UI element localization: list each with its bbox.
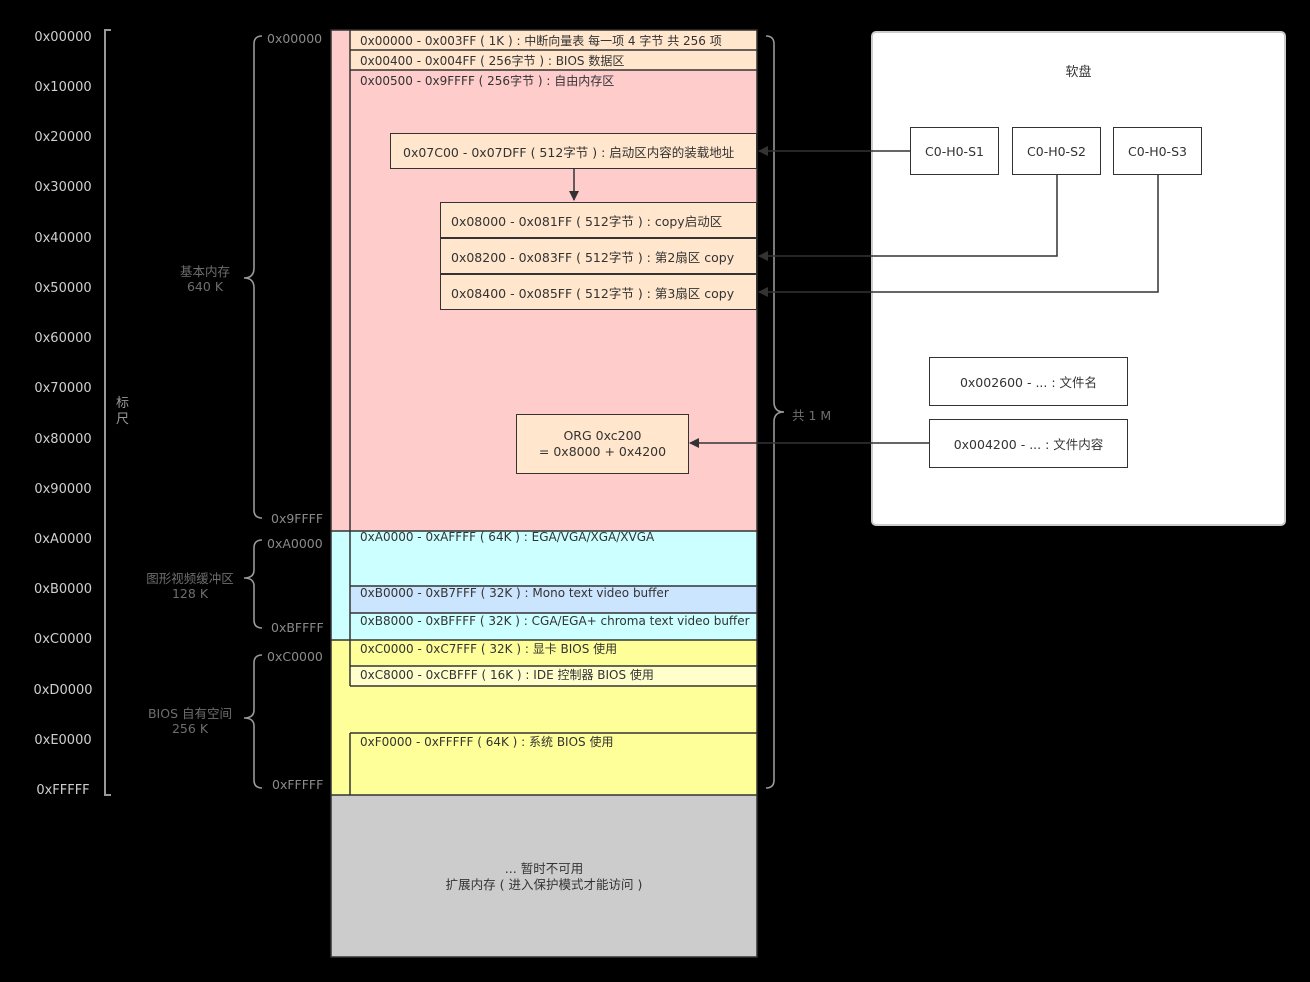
ruler-tick: 0xA0000 <box>34 532 92 547</box>
bios-start-address: 0xC0000 <box>267 649 323 664</box>
ruler-tick: 0xC0000 <box>33 632 93 647</box>
vga-bios-label: 0xC0000 - 0xC7FFF ( 32K ) : 显卡 BIOS 使用 <box>360 642 618 656</box>
ruler-tick: 0xE0000 <box>34 733 92 748</box>
base-end-address: 0x9FFFF <box>271 511 324 526</box>
boot-load-box: 0x07C00 - 0x07DFF ( 512字节 ) : 启动区内容的装载地址 <box>390 133 757 169</box>
cga-label: 0xB8000 - 0xBFFFF ( 32K ) : CGA/EGA+ chr… <box>360 614 750 628</box>
boot-load-label: 0x07C00 - 0x07DFF ( 512字节 ) : 启动区内容的装载地址 <box>403 144 735 160</box>
org-line-2: = 0x8000 + 0x4200 <box>538 444 667 459</box>
bios-space-size: 256 K <box>171 721 209 736</box>
org-box: ORG 0xc200 = 0x8000 + 0x4200 <box>516 414 689 474</box>
extended-memory-line-2: 扩展内存 ( 进入保护模式才能访问 ) <box>445 877 643 892</box>
ruler-label: 标 尺 <box>116 396 129 428</box>
ruler-tick: 0xB0000 <box>34 582 92 597</box>
ide-bios-region <box>350 666 757 686</box>
file-content-label: 0x004200 - ... : 文件内容 <box>953 437 1104 452</box>
org-line-1: ORG 0xc200 <box>563 428 642 443</box>
copy-sector3-box: 0x08400 - 0x085FF ( 512字节 ) : 第3扇区 copy <box>440 274 757 310</box>
bios-space-name: BIOS 自有空间 <box>147 706 232 721</box>
video-end-address: 0xBFFFF <box>271 620 324 635</box>
copy-boot-box: 0x08000 - 0x081FF ( 512字节 ) : copy启动区 <box>440 202 757 238</box>
ivt-region <box>350 30 757 50</box>
copy-sector2-box: 0x08200 - 0x083FF ( 512字节 ) : 第2扇区 copy <box>440 238 757 274</box>
copy-boot-label: 0x08000 - 0x081FF ( 512字节 ) : copy启动区 <box>451 213 723 229</box>
ruler-tick: 0xFFFFF <box>36 783 90 798</box>
ruler-tick: 0x50000 <box>34 281 92 296</box>
floppy-title: 软盘 <box>1065 65 1092 80</box>
ruler-tick: 0x20000 <box>34 130 92 145</box>
base-memory-size: 640 K <box>186 279 224 294</box>
sector-s3-label: C0-H0-S3 <box>1128 143 1187 159</box>
ruler-tick: 0xD0000 <box>33 683 93 698</box>
sys-bios-label: 0xF0000 - 0xFFFFF ( 64K ) : 系统 BIOS 使用 <box>360 735 614 749</box>
ruler-tick: 0x10000 <box>34 80 92 95</box>
total-size-label: 共 1 M <box>792 408 832 423</box>
ruler-tick: 0x70000 <box>34 381 92 396</box>
ruler-tick: 0x80000 <box>34 432 92 447</box>
copy-sector2-label: 0x08200 - 0x083FF ( 512字节 ) : 第2扇区 copy <box>451 249 735 265</box>
bios-end-address: 0xFFFFF <box>272 777 324 792</box>
file-name-box: 0x002600 - ... : 文件名 <box>929 357 1128 406</box>
ruler-tick: 0x30000 <box>34 180 92 195</box>
ivt-label: 0x00000 - 0x003FF ( 1K ) : 中断向量表 每一项 4 字… <box>360 34 722 48</box>
copy-sector3-label: 0x08400 - 0x085FF ( 512字节 ) : 第3扇区 copy <box>451 285 735 301</box>
sector-s2-box: C0-H0-S2 <box>1012 127 1101 175</box>
bios-space-label: BIOS 自有空间 256 K <box>135 706 245 736</box>
ruler-tick: 0x90000 <box>34 482 92 497</box>
base-memory-label: 基本内存 640 K <box>150 264 260 294</box>
ruler-tick: 0x40000 <box>34 231 92 246</box>
sector-s3-box: C0-H0-S3 <box>1113 127 1202 175</box>
base-memory-name: 基本内存 <box>179 264 230 279</box>
ruler-tick: 0x00000 <box>34 30 92 45</box>
ide-bios-label: 0xC8000 - 0xCBFFF ( 16K ) : IDE 控制器 BIOS… <box>360 668 654 682</box>
mono-label: 0xB0000 - 0xB7FFF ( 32K ) : Mono text vi… <box>360 586 669 600</box>
ruler-tick: 0x60000 <box>34 331 92 346</box>
ruler-label-char-2: 尺 <box>116 412 130 427</box>
sector-s1-label: C0-H0-S1 <box>925 143 984 159</box>
free-memory-label: 0x00500 - 0x9FFFF ( 256字节 ) : 自由内存区 <box>360 74 615 88</box>
video-buffer-size: 128 K <box>171 586 209 601</box>
ruler-label-char-1: 标 <box>116 396 130 411</box>
video-buffer-label: 图形视频缓冲区 128 K <box>135 571 245 601</box>
video-buffer-name: 图形视频缓冲区 <box>146 571 234 586</box>
mono-region <box>350 586 757 613</box>
base-start-address: 0x00000 <box>267 31 323 46</box>
bios-data-label: 0x00400 - 0x004FF ( 256字节 ) : BIOS 数据区 <box>360 54 625 68</box>
extended-memory-region <box>331 795 757 957</box>
sector-s1-box: C0-H0-S1 <box>910 127 999 175</box>
file-name-label: 0x002600 - ... : 文件名 <box>959 375 1098 390</box>
extended-memory-line-1: ... 暂时不可用 <box>504 861 584 876</box>
sector-s2-label: C0-H0-S2 <box>1027 143 1086 159</box>
ega-label: 0xA0000 - 0xAFFFF ( 64K ) : EGA/VGA/XGA/… <box>360 530 655 544</box>
cga-region <box>350 613 757 640</box>
extended-memory-label: ... 暂时不可用 扩展内存 ( 进入保护模式才能访问 ) <box>331 861 757 893</box>
bios-data-region <box>350 50 757 70</box>
file-content-box: 0x004200 - ... : 文件内容 <box>929 419 1128 468</box>
video-start-address: 0xA0000 <box>267 536 323 551</box>
